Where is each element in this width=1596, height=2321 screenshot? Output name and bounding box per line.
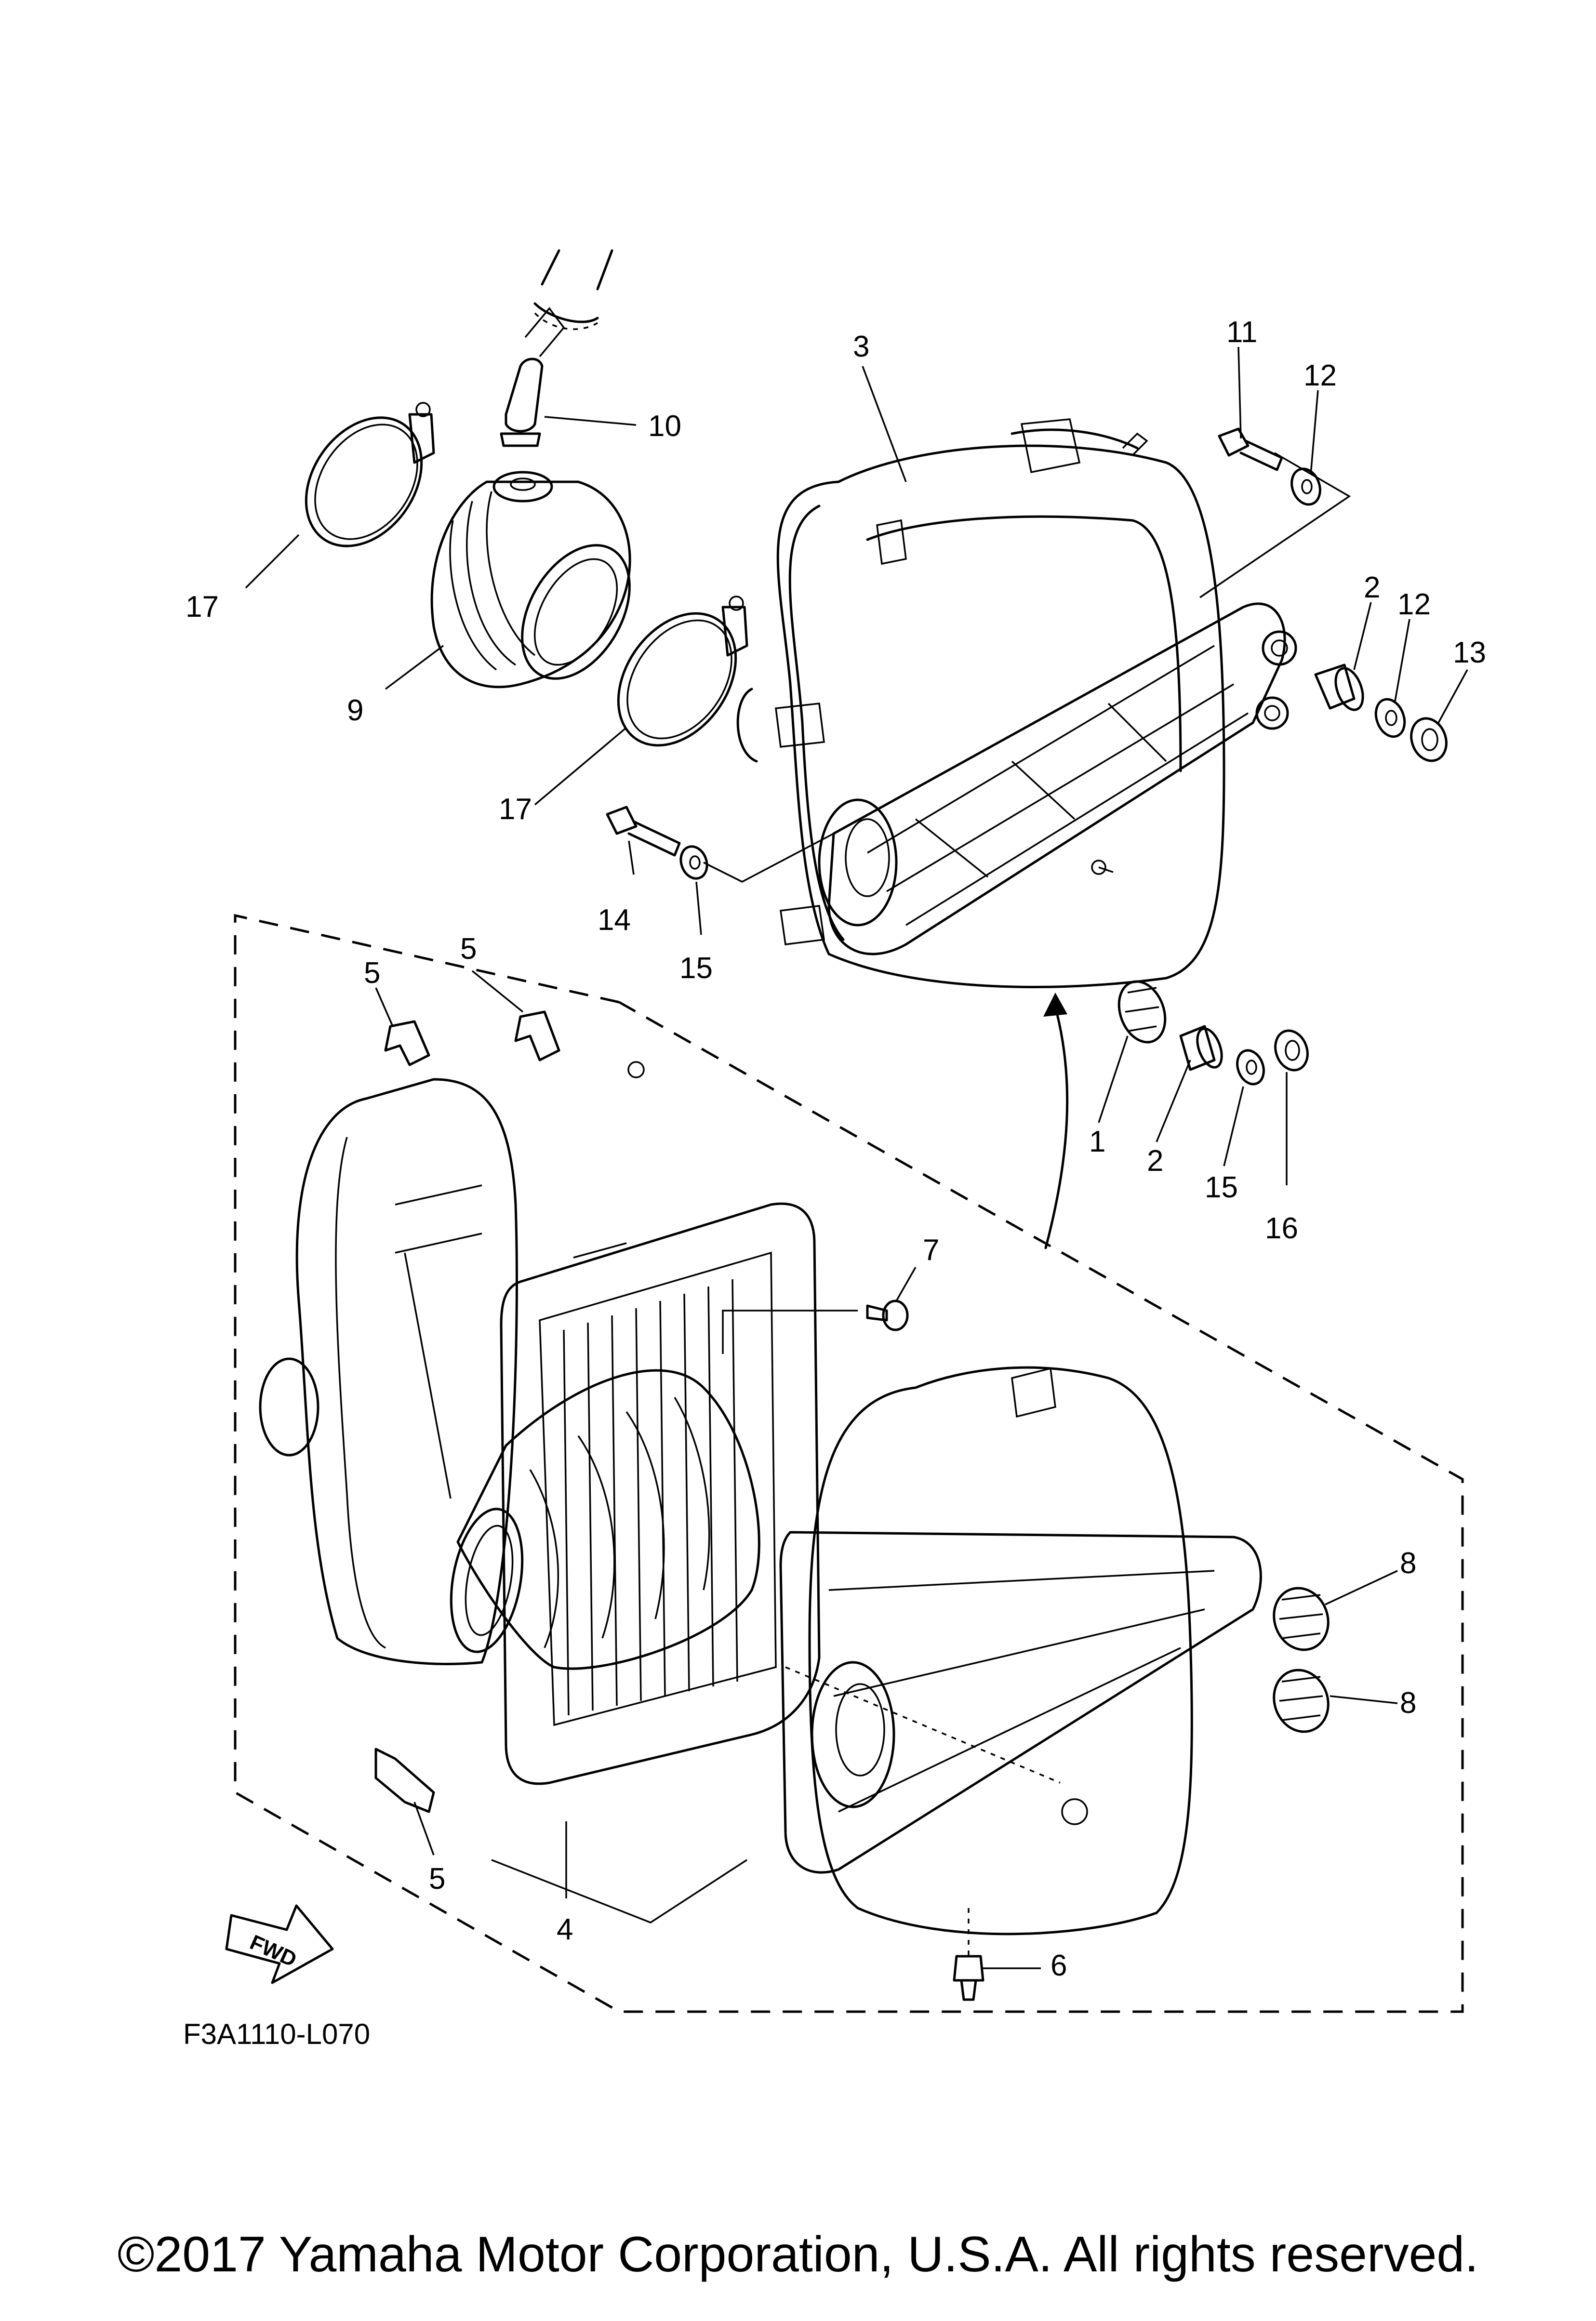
clamp-band-upper — [305, 402, 435, 547]
callout-labels: 3 10 11 12 17 9 17 2 12 13 14 15 5 5 1 2… — [186, 316, 1486, 1982]
callout-17-left: 17 — [186, 590, 219, 623]
callout-10: 10 — [648, 410, 681, 443]
callout-4: 4 — [557, 1913, 573, 1946]
breather-fitting — [500, 249, 613, 447]
callout-8-top: 8 — [1400, 1547, 1416, 1580]
upper-air-box-assembly — [736, 418, 1297, 988]
nut-13 — [1410, 717, 1448, 762]
collar-2-lower — [1179, 1025, 1223, 1071]
callout-12-top: 12 — [1303, 359, 1337, 392]
intake-duct — [450, 1369, 760, 1670]
callout-12-right: 12 — [1397, 588, 1431, 621]
drain-plug-6 — [953, 1955, 984, 2001]
washer-12-right — [1374, 698, 1406, 738]
damper-8-top — [1273, 1587, 1330, 1651]
fwd-label: FWD — [246, 1930, 300, 1972]
screw-7 — [866, 1300, 909, 1331]
callout-14: 14 — [598, 903, 631, 937]
callout-15-left: 15 — [679, 952, 713, 985]
callout-9: 9 — [347, 694, 363, 727]
bolt-11 — [1218, 427, 1283, 471]
callout-2-lower: 2 — [1147, 1144, 1163, 1178]
exploded-view-boundary — [234, 914, 1464, 2013]
callout-11: 11 — [1226, 316, 1257, 349]
assembly-arrowhead — [1043, 993, 1067, 1017]
figure-code: F3A1110-L070 — [183, 2018, 370, 2050]
clip-5-left — [384, 1020, 430, 1066]
callout-13: 13 — [1453, 636, 1486, 669]
callout-7: 7 — [923, 1233, 939, 1267]
callout-8-bottom: 8 — [1400, 1686, 1416, 1720]
air-box-rear-case — [259, 1061, 645, 1665]
washer-15-left — [679, 845, 708, 880]
callout-1: 1 — [1089, 1125, 1105, 1158]
air-filter-element — [500, 1202, 821, 1785]
callout-16: 16 — [1265, 1212, 1298, 1245]
leader-lines — [245, 346, 1468, 1969]
callout-5-left: 5 — [364, 956, 380, 990]
forward-direction-arrow: FWD — [225, 1904, 334, 1984]
callout-5-center: 5 — [460, 932, 477, 966]
callout-3: 3 — [853, 330, 869, 363]
collar-2-top — [1314, 663, 1364, 711]
clip-5-center — [514, 1010, 560, 1061]
assembly-arrow — [1044, 1006, 1069, 1249]
callout-17-right: 17 — [499, 793, 532, 826]
washer-12-top — [1290, 467, 1321, 506]
callout-5-bottom: 5 — [429, 1862, 445, 1896]
washer-15-right — [1236, 1049, 1265, 1086]
clamp-band-lower — [617, 596, 748, 747]
air-box-front-case — [779, 1366, 1262, 1956]
intake-joint — [430, 471, 631, 689]
callout-15-right: 15 — [1205, 1171, 1238, 1204]
callout-2-top: 2 — [1364, 571, 1380, 604]
callout-6: 6 — [1051, 1949, 1067, 1982]
copyright-notice: ©2017 Yamaha Motor Corporation, U.S.A. A… — [117, 2227, 1479, 2282]
grommet-1 — [1117, 980, 1167, 1044]
clip-5-bottom — [374, 1748, 435, 1813]
bolt-14 — [606, 806, 681, 857]
damper-8-bottom — [1273, 1669, 1330, 1733]
nut-16 — [1274, 1029, 1309, 1072]
